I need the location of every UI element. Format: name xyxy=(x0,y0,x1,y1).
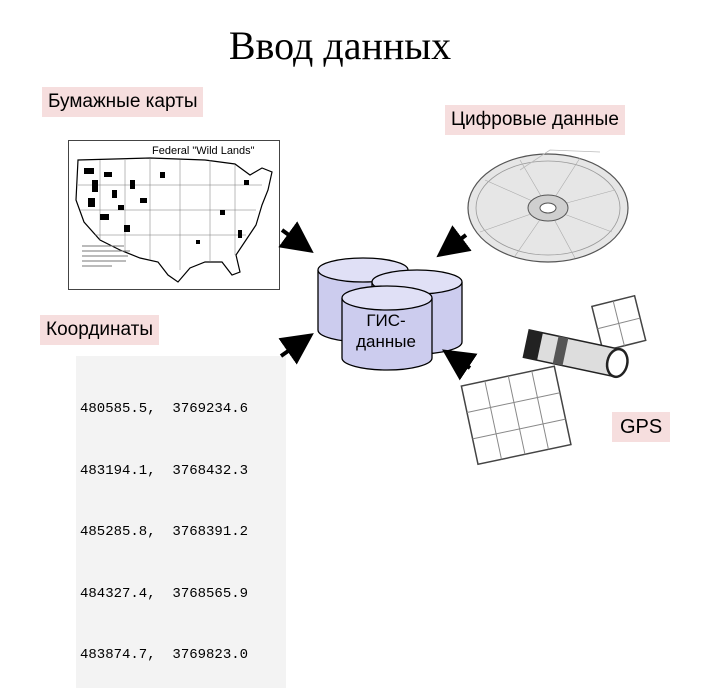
paper-maps-label: Бумажные карты xyxy=(42,87,204,117)
gps-label: GPS xyxy=(612,412,671,442)
coordinate-row: 483194.1, 3768432.3 xyxy=(80,462,249,479)
coordinate-row: 483874.7, 3769823.0 xyxy=(80,647,249,663)
us-map-shape xyxy=(75,157,273,283)
gis-data-label: ГИС- данные xyxy=(338,310,434,352)
diagram-graphics xyxy=(75,149,647,466)
arrow-from-gps xyxy=(442,349,478,381)
digital-data-label: Цифровые данные xyxy=(445,105,625,135)
gps-satellite-icon xyxy=(460,294,647,466)
gis-label-line1: ГИС- xyxy=(366,311,406,330)
coordinate-row: 485285.8, 3768391.2 xyxy=(80,524,249,540)
gis-label-line2: данные xyxy=(356,332,416,351)
map-legend-lines xyxy=(82,245,130,267)
map-title: Federal "Wild Lands" xyxy=(152,145,255,157)
coordinates-label: Координаты xyxy=(40,315,160,345)
cd-disk-icon xyxy=(467,149,629,263)
coordinate-row: 484327.4, 3768565.9 xyxy=(80,585,249,602)
arrow-from-coordinates xyxy=(278,333,314,365)
arrow-from-digital-data xyxy=(436,225,472,258)
gis-database-icon xyxy=(317,257,463,371)
page-title: Ввод данных xyxy=(228,23,452,68)
arrow-from-paper-maps xyxy=(278,221,314,254)
coordinate-row: 480585.5, 3769234.6 xyxy=(80,401,249,417)
arrows xyxy=(278,221,478,381)
